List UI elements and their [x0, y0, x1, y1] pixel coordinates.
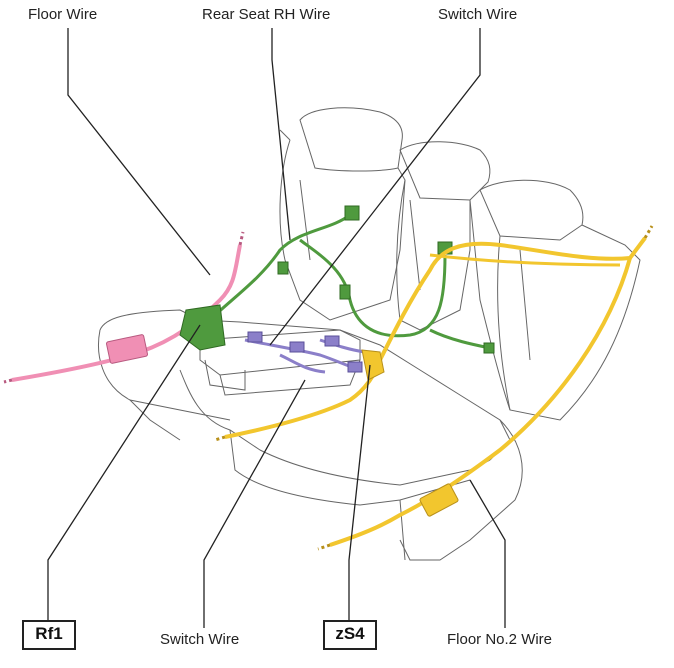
switch-wire-bottom-label: Switch Wire [160, 631, 240, 648]
switch-connector-a [247, 331, 263, 343]
rh-wire-connector-e [483, 342, 495, 354]
switch-wire-cable [244, 338, 366, 374]
zs4-connector-box: zS4 [323, 620, 377, 650]
switch-connector-d [347, 361, 363, 373]
left-headrest [299, 107, 403, 172]
middle-headrest [399, 141, 491, 201]
switch-wire-bottom-leader [203, 379, 306, 628]
rear-seat-outline [98, 107, 641, 561]
floor-no2-cable-upper [224, 236, 647, 439]
floor-no2-wire-harness [214, 225, 654, 551]
floor-wire-cable [11, 244, 242, 382]
rh-wire-connector-a [344, 205, 360, 221]
rh-wire-cable [208, 213, 491, 350]
seat-cushion-top [99, 309, 511, 461]
floor-wire-leader [67, 28, 211, 276]
switch-connector-b [289, 341, 305, 353]
zs4-leader [348, 364, 371, 620]
left-seatback [279, 139, 406, 321]
floor-no2-connector [419, 483, 459, 517]
right-seatback [469, 199, 641, 421]
switch-wire-top-leader [269, 28, 481, 346]
rh-wire-bracket [179, 304, 226, 351]
leader-lines [47, 28, 506, 628]
floor-no2-cable-lower [329, 257, 632, 547]
rear-seat-rh-wire-harness [179, 205, 495, 354]
rh-wire-connector-b [277, 261, 289, 275]
floor-no2-wire-label: Floor No.2 Wire [447, 631, 553, 648]
middle-seatback [396, 179, 471, 331]
switch-connector-c [324, 335, 340, 347]
switch-wire-top-label: Switch Wire [438, 6, 518, 23]
floor-no2-clip [361, 349, 385, 381]
switch-wire-harness [244, 331, 366, 374]
right-cushion [399, 419, 523, 561]
rear-seat-rh-wire-leader [271, 28, 291, 241]
floor-wire-connector [106, 334, 148, 364]
floor-wire-label: Floor Wire [28, 6, 98, 23]
rh-wire-connector-c [339, 284, 351, 300]
floor-no2-wire-leader [469, 479, 506, 628]
rf1-leader [47, 324, 201, 620]
rear-seat-rh-wire-label: Rear Seat RH Wire [202, 6, 331, 23]
rf1-connector-box: Rf1 [22, 620, 76, 650]
right-headrest [479, 179, 584, 241]
floor-wire-harness [3, 231, 245, 384]
